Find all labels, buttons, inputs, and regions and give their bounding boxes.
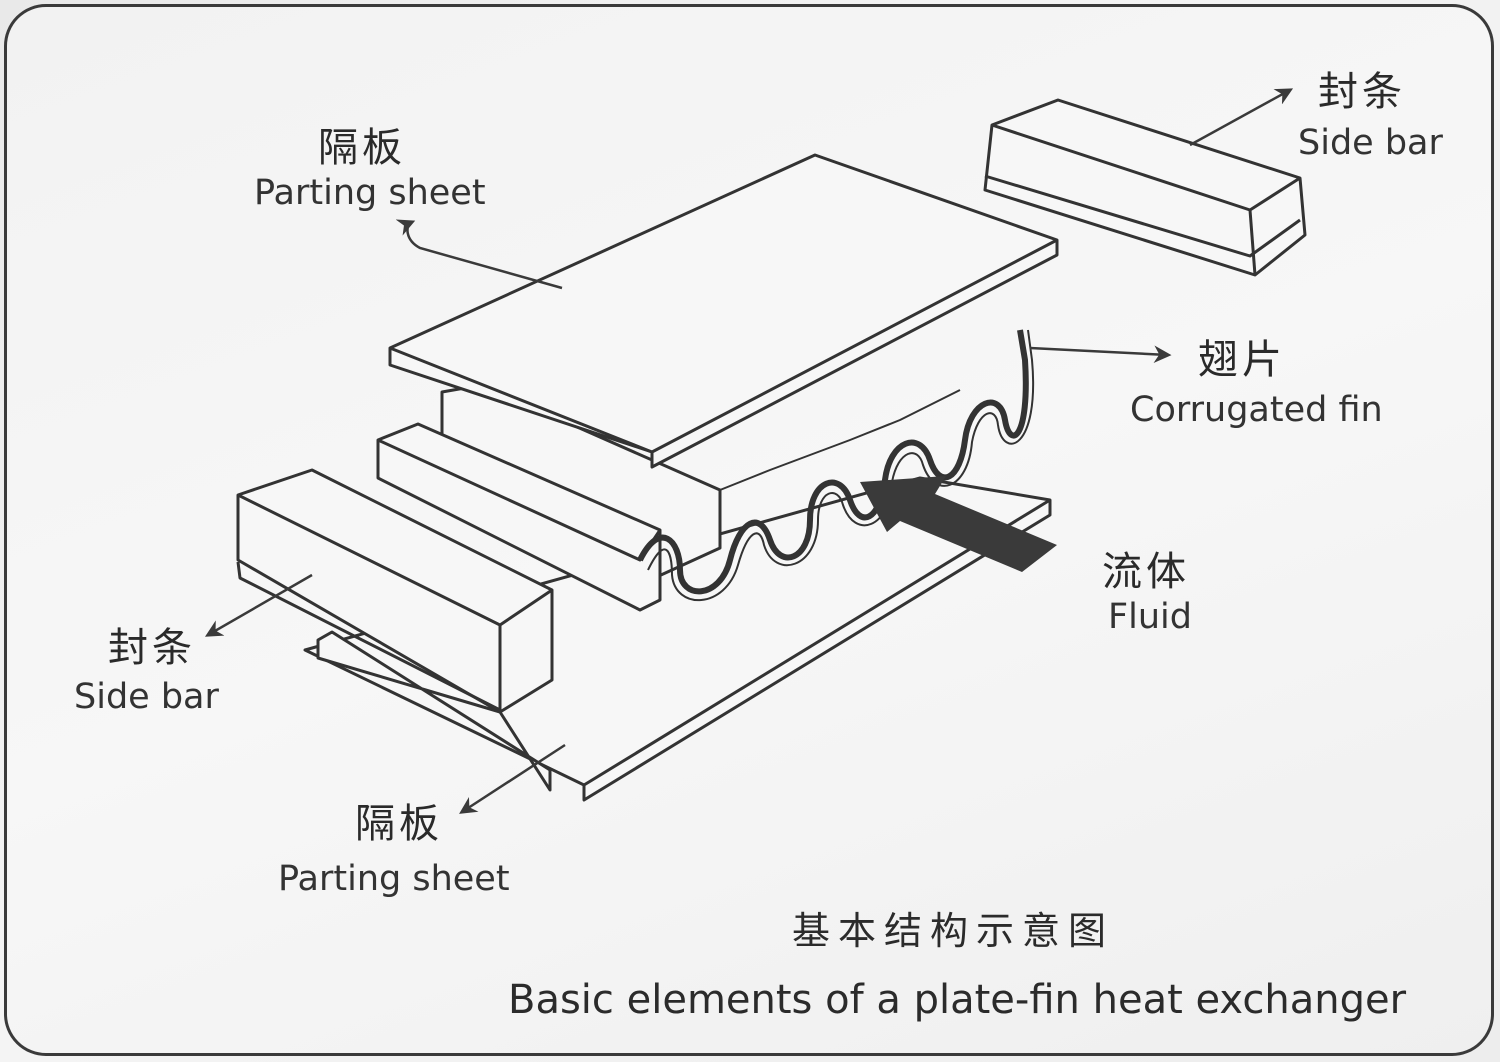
left-side-bar-label-zh: 封条 bbox=[108, 625, 196, 671]
corrugated-fin-label-zh: 翅片 bbox=[1198, 337, 1286, 383]
leader-top-side-bar bbox=[1189, 88, 1294, 147]
corrugated-fin bbox=[637, 329, 1035, 601]
fluid-label-zh: 流体 bbox=[1102, 549, 1190, 595]
top-side-bar-label-en: Side bar bbox=[1298, 123, 1443, 163]
top-parting-sheet bbox=[388, 153, 1059, 469]
left-side-bar bbox=[236, 468, 554, 792]
top-side-bar-label-zh: 封条 bbox=[1318, 69, 1406, 115]
caption-en: Basic elements of a plate-fin heat excha… bbox=[508, 977, 1407, 1023]
bottom-parting-sheet-label-zh: 隔板 bbox=[355, 801, 443, 847]
leader-top-parting-sheet bbox=[395, 219, 563, 290]
leader-bottom-parting-sheet bbox=[459, 743, 566, 814]
caption-zh: 基本结构示意图 bbox=[792, 909, 1115, 953]
leader-corrugated-fin bbox=[1029, 345, 1172, 364]
top-right-side-bar bbox=[983, 98, 1307, 277]
corrugated-fin-label-en: Corrugated fin bbox=[1130, 390, 1383, 430]
fluid-label-en: Fluid bbox=[1108, 597, 1192, 637]
leader-left-side-bar bbox=[204, 573, 313, 637]
left-side-bar-label-en: Side bar bbox=[74, 677, 219, 717]
top-parting-sheet-label-zh: 隔板 bbox=[318, 125, 406, 171]
bottom-parting-sheet-label-en: Parting sheet bbox=[278, 859, 510, 899]
top-parting-sheet-label-en: Parting sheet bbox=[254, 173, 486, 213]
fluid-arrow bbox=[860, 476, 1057, 572]
